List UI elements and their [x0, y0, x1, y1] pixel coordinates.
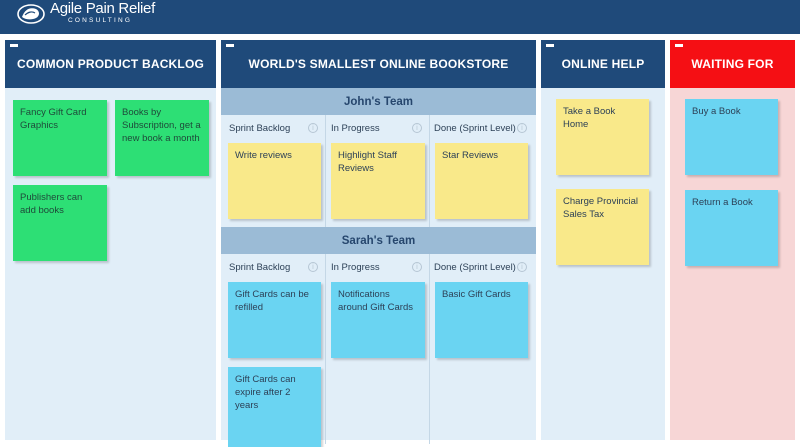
brand-subtitle: CONSULTING [68, 17, 133, 24]
info-icon[interactable]: i [412, 123, 422, 133]
brand-logo[interactable]: Agile Pain Relief CONSULTING [16, 1, 155, 29]
subcolumn-header-done: Done (Sprint Level) [434, 123, 516, 134]
column-backlog: COMMON PRODUCT BACKLOG Fancy Gift Card G… [5, 40, 216, 440]
subcolumn-divider [429, 254, 430, 444]
card[interactable]: Publishers can add books [13, 185, 107, 261]
column-title: COMMON PRODUCT BACKLOG [16, 57, 205, 71]
info-icon[interactable]: i [517, 262, 527, 272]
column-title: WAITING FOR [691, 57, 774, 71]
collapse-icon[interactable] [226, 44, 234, 47]
card[interactable]: Books by Subscription, get a new book a … [115, 100, 209, 176]
collapse-icon[interactable] [675, 44, 683, 47]
subcolumn-divider [325, 254, 326, 444]
info-icon[interactable]: i [517, 123, 527, 133]
card[interactable]: Return a Book [685, 190, 778, 266]
card[interactable]: Star Reviews [435, 143, 528, 219]
logo-icon [17, 4, 45, 24]
card[interactable]: Buy a Book [685, 99, 778, 175]
swimlane-header-sarahs-team[interactable]: Sarah's Team [221, 227, 536, 254]
column-bookstore: WORLD'S SMALLEST ONLINE BOOKSTORE John's… [221, 40, 536, 447]
column-header-online-help[interactable]: ONLINE HELP [541, 40, 665, 88]
card[interactable]: Charge Provincial Sales Tax [556, 189, 649, 265]
subcolumn-header-in-progress: In Progress [331, 262, 380, 273]
card[interactable]: Gift Cards can expire after 2 years [228, 367, 321, 447]
subcolumn-header-done: Done (Sprint Level) [434, 262, 516, 273]
card[interactable]: Notifications around Gift Cards [331, 282, 425, 358]
collapse-icon[interactable] [10, 44, 18, 47]
card[interactable]: Write reviews [228, 143, 321, 219]
column-header-bookstore[interactable]: WORLD'S SMALLEST ONLINE BOOKSTORE [221, 40, 536, 88]
column-body: Take a Book Home Charge Provincial Sales… [541, 88, 665, 440]
column-body: Fancy Gift Card Graphics Books by Subscr… [5, 88, 216, 440]
column-waiting-for: WAITING FOR Buy a Book Return a Book [670, 40, 795, 440]
card[interactable]: Fancy Gift Card Graphics [13, 100, 107, 176]
swimlane-header-johns-team[interactable]: John's Team [221, 88, 536, 115]
subcolumn-divider [325, 115, 326, 227]
info-icon[interactable]: i [308, 123, 318, 133]
card[interactable]: Basic Gift Cards [435, 282, 528, 358]
subcolumn-header-sprint-backlog: Sprint Backlog [229, 262, 291, 273]
column-online-help: ONLINE HELP Take a Book Home Charge Prov… [541, 40, 665, 440]
subcolumn-header-in-progress: In Progress [331, 123, 380, 134]
column-title: WORLD'S SMALLEST ONLINE BOOKSTORE [248, 57, 509, 71]
column-header-backlog[interactable]: COMMON PRODUCT BACKLOG [5, 40, 216, 88]
card[interactable]: Take a Book Home [556, 99, 649, 175]
info-icon[interactable]: i [308, 262, 318, 272]
column-header-waiting-for[interactable]: WAITING FOR [670, 40, 795, 88]
subcolumn-divider [429, 115, 430, 227]
info-icon[interactable]: i [412, 262, 422, 272]
column-title: ONLINE HELP [561, 57, 645, 71]
card[interactable]: Highlight Staff Reviews [331, 143, 425, 219]
top-bar: Agile Pain Relief CONSULTING [0, 0, 800, 34]
column-body: Buy a Book Return a Book [670, 88, 795, 440]
brand-name: Agile Pain Relief [50, 0, 155, 17]
card[interactable]: Gift Cards can be refilled [228, 282, 321, 358]
collapse-icon[interactable] [546, 44, 554, 47]
column-body: John's Team Sprint Backlog i In Progress… [221, 88, 536, 447]
subcolumn-header-sprint-backlog: Sprint Backlog [229, 123, 291, 134]
